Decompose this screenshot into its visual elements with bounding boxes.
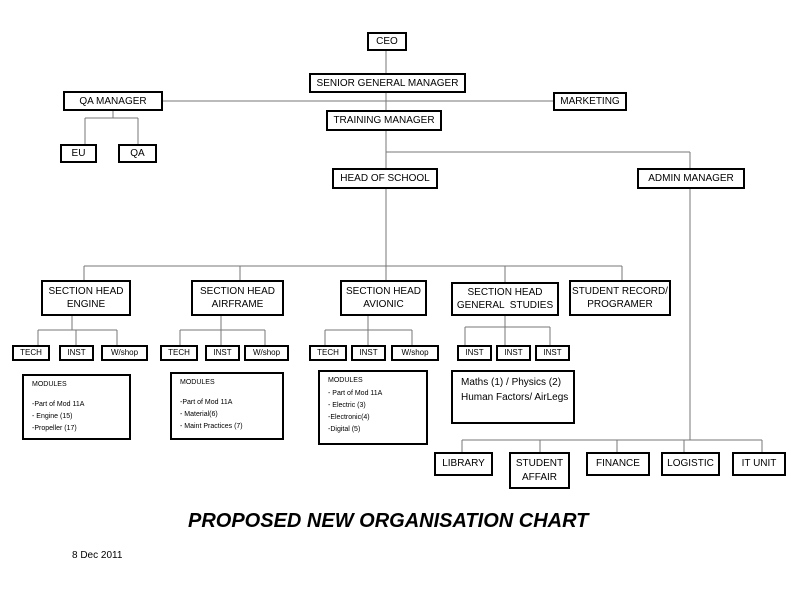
head-of-school-label: HEAD OF SCHOOL: [340, 173, 430, 184]
senior-general-manager-box: SENIOR GENERAL MANAGER: [309, 73, 466, 93]
admin-manager-label: ADMIN MANAGER: [648, 173, 734, 184]
marketing-label: MARKETING: [560, 96, 620, 107]
general-inst-box-2: INST: [496, 345, 531, 361]
library-box: LIBRARY: [434, 452, 493, 476]
student-record-box: STUDENT RECORD/ PROGRAMER: [569, 280, 671, 316]
qa-manager-box: QA MANAGER: [63, 91, 163, 111]
it-unit-box: IT UNIT: [732, 452, 786, 476]
admin-manager-box: ADMIN MANAGER: [637, 168, 745, 189]
training-manager-label: TRAINING MANAGER: [333, 115, 435, 126]
avionic-tech-box: TECH: [309, 345, 347, 361]
engine-tech-label: TECH: [20, 348, 42, 357]
section-head-engine-line2: ENGINE: [66, 299, 106, 310]
section-head-avionic-line1: SECTION HEAD: [345, 286, 421, 297]
engine-modules-header: MODULES: [32, 381, 67, 388]
ceo-label: CEO: [376, 36, 398, 47]
section-head-engine-box: SECTION HEAD ENGINE: [41, 280, 131, 316]
eu-box: EU: [60, 144, 97, 163]
qa-box: QA: [118, 144, 157, 163]
logistic-label: LOGISTIC: [667, 458, 714, 469]
avionic-modules-header: MODULES: [328, 377, 363, 384]
airframe-module-item: - Material(6): [180, 411, 218, 418]
avionic-module-item: -Digital (5): [328, 426, 361, 433]
engine-module-item: -Propeller (17): [32, 425, 77, 432]
finance-box: FINANCE: [586, 452, 650, 476]
finance-label: FINANCE: [596, 458, 640, 469]
marketing-box: MARKETING: [553, 92, 627, 111]
airframe-module-item: -Part of Mod 11A: [180, 399, 233, 406]
engine-wshop-label: W/shop: [110, 348, 139, 357]
avionic-inst-box: INST: [351, 345, 386, 361]
general-inst-label-3: INST: [543, 348, 562, 357]
section-head-airframe-box: SECTION HEAD AIRFRAME: [191, 280, 284, 316]
it-unit-label: IT UNIT: [741, 458, 777, 469]
airframe-module-item: - Maint Practices (7): [180, 423, 243, 430]
engine-modules-box: MODULES -Part of Mod 11A - Engine (15) -…: [22, 374, 131, 440]
section-head-general-studies-line1: SECTION HEAD: [467, 287, 543, 298]
general-inst-box-1: INST: [457, 345, 492, 361]
general-module-item: Maths (1) / Physics (2): [461, 377, 562, 388]
engine-module-item: - Engine (15): [32, 413, 73, 420]
student-affair-box: STUDENT AFFAIR: [509, 452, 570, 489]
section-head-engine-line1: SECTION HEAD: [48, 286, 124, 297]
avionic-module-item: - Part of Mod 11A: [328, 390, 383, 397]
section-head-avionic-line2: AVIONIC: [363, 299, 404, 310]
avionic-module-item: - Electric (3): [328, 402, 366, 409]
avionic-modules-box: MODULES - Part of Mod 11A - Electric (3)…: [318, 370, 428, 445]
senior-general-manager-label: SENIOR GENERAL MANAGER: [316, 77, 459, 89]
section-head-general-studies-line2: GENERAL STUDIES: [456, 300, 554, 311]
date-label: 8 Dec 2011: [72, 550, 123, 561]
student-record-line1: STUDENT RECORD/: [572, 286, 668, 297]
avionic-inst-label: INST: [359, 348, 378, 357]
avionic-tech-label: TECH: [317, 348, 339, 357]
airframe-wshop-label: W/shop: [252, 348, 281, 357]
head-of-school-box: HEAD OF SCHOOL: [332, 168, 438, 189]
airframe-modules-box: MODULES -Part of Mod 11A - Material(6) -…: [170, 372, 284, 440]
student-affair-line2: AFFAIR: [521, 471, 557, 483]
general-inst-box-3: INST: [535, 345, 570, 361]
section-head-avionic-box: SECTION HEAD AVIONIC: [340, 280, 427, 316]
training-manager-box: TRAINING MANAGER: [326, 110, 442, 131]
chart-title: PROPOSED NEW ORGANISATION CHART: [188, 510, 589, 532]
student-record-line2: PROGRAMER: [587, 299, 653, 310]
avionic-module-item: -Electronic(4): [328, 414, 370, 421]
section-head-airframe-line2: AIRFRAME: [211, 299, 264, 310]
engine-module-item: -Part of Mod 11A: [32, 401, 85, 408]
ceo-box: CEO: [367, 32, 407, 51]
engine-inst-label: INST: [67, 348, 86, 357]
airframe-tech-box: TECH: [160, 345, 198, 361]
airframe-tech-label: TECH: [168, 348, 190, 357]
avionic-wshop-label: W/shop: [401, 348, 429, 357]
airframe-inst-box: INST: [205, 345, 240, 361]
eu-label: EU: [71, 148, 86, 159]
qa-manager-label: QA MANAGER: [79, 95, 147, 107]
general-inst-label-1: INST: [465, 348, 484, 357]
engine-wshop-box: W/shop: [101, 345, 148, 361]
section-head-airframe-line1: SECTION HEAD: [199, 286, 275, 297]
student-affair-line1: STUDENT: [515, 457, 564, 469]
general-inst-label-2: INST: [504, 348, 523, 357]
airframe-wshop-box: W/shop: [244, 345, 289, 361]
library-label: LIBRARY: [442, 458, 485, 469]
airframe-modules-header: MODULES: [180, 379, 215, 386]
engine-inst-box: INST: [59, 345, 94, 361]
section-head-general-studies-box: SECTION HEAD GENERAL STUDIES: [451, 282, 559, 316]
logistic-box: LOGISTIC: [661, 452, 720, 476]
general-module-item: Human Factors/ AirLegs: [461, 392, 569, 403]
engine-tech-box: TECH: [12, 345, 50, 361]
avionic-wshop-box: W/shop: [391, 345, 439, 361]
qa-label: QA: [130, 148, 145, 159]
general-studies-modules-box: Maths (1) / Physics (2) Human Factors/ A…: [451, 370, 575, 424]
airframe-inst-label: INST: [213, 348, 232, 357]
